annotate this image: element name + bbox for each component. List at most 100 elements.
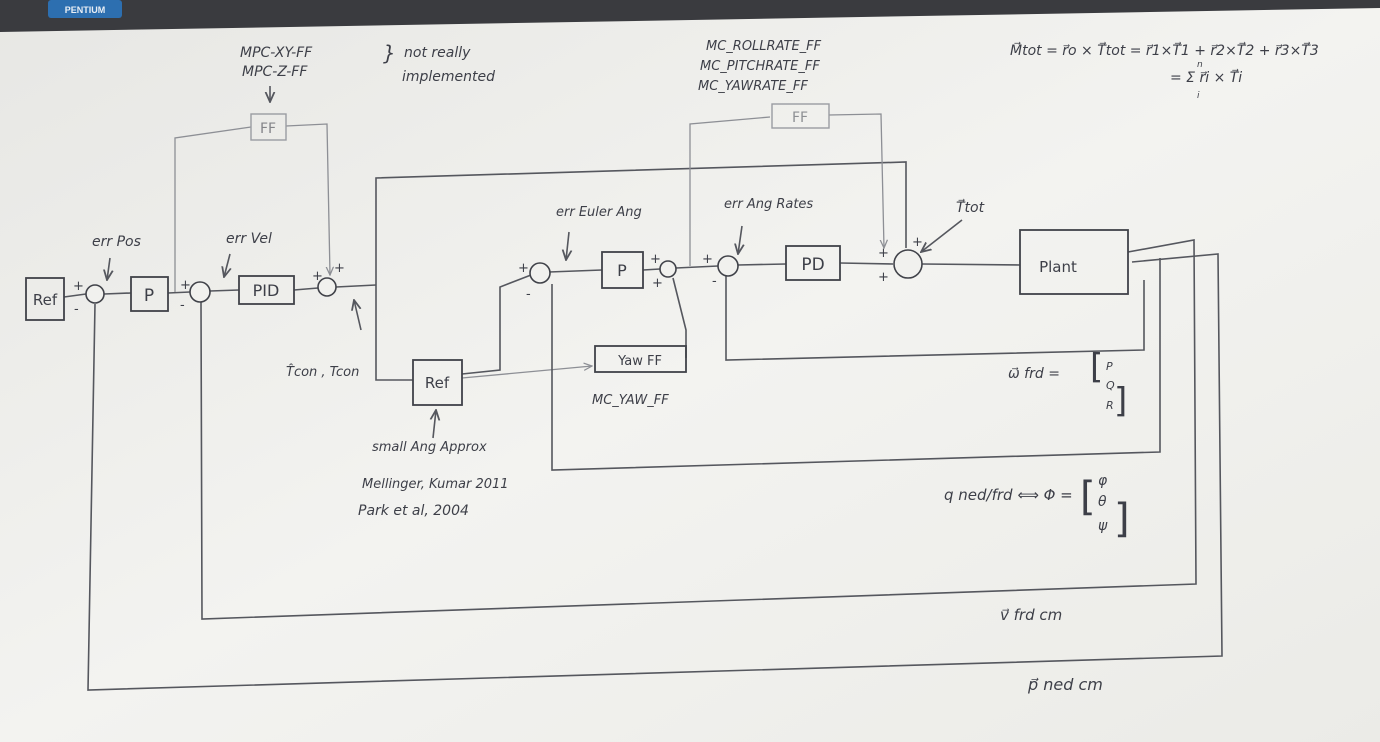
wire-sum1-p [103,292,132,295]
wire-pid-sum3 [293,287,319,291]
paper-sheet [0,8,1380,742]
wire-sum2-pid [209,289,240,292]
wire-sum3-out [335,284,377,288]
pentium-badge-label: PENTIUM [65,5,106,15]
block-plant-label: Plant [1039,258,1077,276]
block-ref-left: Ref [25,277,65,321]
equation-p-cm: p⃗ ned cm [1027,675,1103,694]
wire-p-sum2 [167,291,191,294]
block-p-attitude-label: P [617,261,627,280]
sign: - [74,302,79,317]
annotation-err-rates: err Ang Rates [724,197,813,212]
sum-junction-torque [893,249,923,279]
sign: - [526,287,531,302]
equation-moment-line1: M⃗tot = r⃗o × T⃗tot = r⃗1×T⃗1 + r⃗2×T⃗2 … [1010,41,1319,59]
annotation-mpc-z-ff: MPC-Z-FF [242,64,308,80]
sign: - [712,274,717,289]
sum-junction-thrust [317,277,337,297]
annotation-tcon: T̂con , Tcon [286,365,359,380]
pentium-badge [48,0,122,18]
block-pd-rate-label: PD [801,255,824,275]
wire-sum4-p [548,269,603,273]
block-ref-middle: Ref [412,359,463,406]
sign: + [73,279,84,294]
bracket-right: ] [1114,496,1130,542]
block-ff-position-label: FF [260,121,276,137]
omega-q: Q [1106,379,1115,392]
sign: + [878,246,889,261]
block-ref-middle-label: Ref [425,374,450,392]
sum-junction-position [85,284,105,304]
sum-junction-velocity [189,281,211,303]
sign: + [518,261,529,276]
omega-p: P [1106,360,1113,373]
phi-roll: φ [1098,473,1108,489]
block-ff-rate-label: FF [792,110,808,126]
phi-yaw: ψ [1098,518,1108,534]
wire-vel-feedback [200,239,1197,620]
wire-ffrate-out [828,113,884,248]
annotation-err-pos: err Pos [92,234,141,250]
equation-sum-upper: n [1197,60,1203,70]
sum-junction-yawff [659,260,677,278]
bracket-left: [ [1080,474,1096,520]
equation-v-cm: v⃗ frd cm [1000,606,1062,624]
wire-ffpos-out [285,123,330,275]
wire-tcon-bus-top [375,161,907,285]
equation-phi: q ned/frd ⟺ Φ = [944,486,1073,504]
phi-pitch: θ [1098,494,1107,510]
sign: + [180,278,191,293]
annotation-mc-yaw-ff: MC_YAW_FF [592,393,669,408]
block-ff-rate: FF [771,103,830,129]
annotation-mpc-xy-ff: MPC-XY-FF [240,45,313,61]
sign: + [912,235,923,250]
wire-sum6-pd [737,263,787,266]
equation-moment-line2: = Σ r⃗i × T⃗i [1170,68,1242,86]
block-pid-velocity: PID [238,275,295,305]
wire-p-sum5 [642,268,661,271]
block-ref-left-label: Ref [33,291,58,309]
bracket-right: ] [1114,381,1127,421]
wire-ref-yawff [461,366,592,379]
wire-pos-feedback [87,253,1223,691]
sum-junction-rates [717,255,739,277]
block-pid-velocity-label: PID [253,281,280,300]
sign: + [650,252,661,267]
sign: + [652,276,663,291]
sign: + [334,261,345,276]
annotation-mc-rollrate: MC_ROLLRATE_FF [706,39,822,54]
bracket-left: [ [1090,347,1103,387]
block-plant: Plant [1019,229,1129,295]
annotation-park: Park et al, 2004 [358,503,469,519]
block-p-position-label: P [144,286,154,306]
wire-ffrate-in [689,116,771,266]
wire-phi-feedback [551,258,1161,471]
sign: + [878,270,889,285]
annotation-err-vel: err Vel [226,231,272,247]
wire-sum7-plant [921,263,1021,266]
annotation-implemented: implemented [402,69,495,85]
wire-tcon-to-ref [375,285,413,381]
annotation-mellinger: Mellinger, Kumar 2011 [362,477,509,492]
block-p-attitude: P [601,251,644,289]
wire-omega-feedback [725,276,1145,361]
sign: - [180,298,185,313]
annotation-not-really: not really [404,45,471,61]
block-yaw-ff: Yaw FF [594,345,687,373]
block-p-position: P [130,276,169,312]
equation-omega: ω⃗ frd = [1008,366,1060,382]
annotation-small-angle: small Ang Approx [372,440,487,455]
equation-sum-lower: i [1197,91,1200,101]
omega-r: R [1106,399,1114,412]
annotation-err-euler: err Euler Ang [556,205,642,220]
wire-pd-sum7 [839,262,894,265]
annotation-t-tot: T⃗tot [956,198,985,216]
wire-ffpos-in [174,126,252,292]
wire-ref-sum4 [461,274,532,375]
block-pd-rate: PD [785,245,841,281]
annotation-mc-pitchrate: MC_PITCHRATE_FF [700,59,820,74]
brace: } [383,41,396,65]
sum-junction-attitude [529,262,551,284]
sign: + [312,269,323,284]
